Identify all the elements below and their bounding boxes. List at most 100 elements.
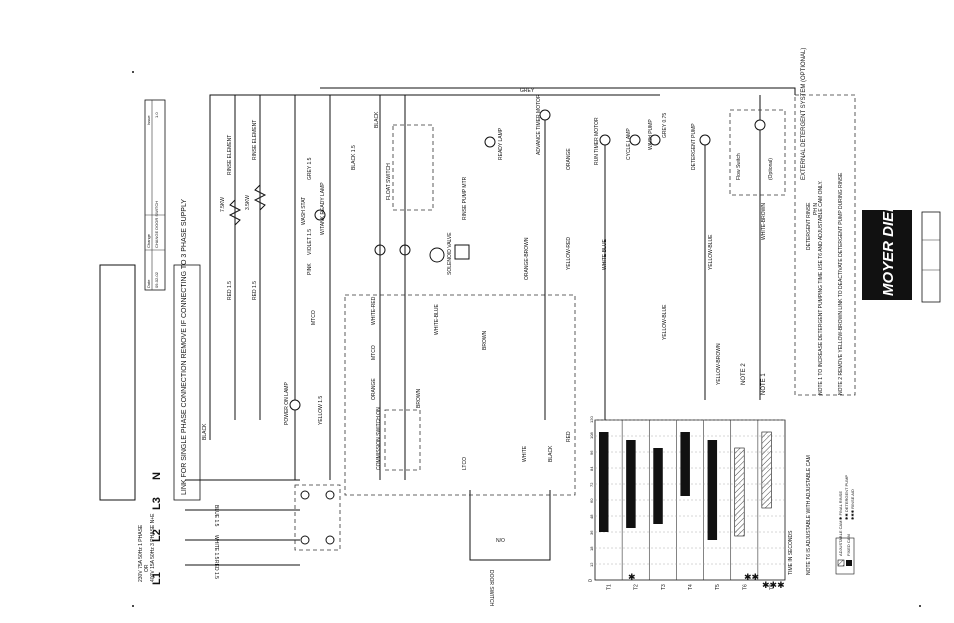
revision-block: Date Change Issue 09-02-02 CHANGE DOOR S…	[144, 99, 166, 291]
timing-marker-3: ✱✱✱	[762, 580, 785, 590]
timing-cam-segment	[734, 447, 745, 537]
revision-header-date: Date	[146, 279, 151, 288]
mtco-label: MTCO	[311, 310, 317, 325]
phase-label-l2: L2	[151, 529, 163, 542]
detergent-pump-icon	[699, 134, 711, 146]
wire-label-blue: BLUE 1.5	[213, 505, 219, 527]
commission-switch-box	[384, 409, 421, 471]
corner-mark	[919, 605, 921, 607]
orange-label: ORANGE	[371, 378, 377, 400]
orange-label-2: ORANGE	[566, 148, 572, 170]
legend-adjustable-label: ADJUSTABLE CAM	[838, 521, 843, 557]
wash-kw-label: 7.5KW	[220, 197, 226, 212]
ready-lamp-label: READY LAMP	[498, 127, 504, 160]
revision-header-change: Change	[146, 233, 151, 248]
commission-switch-label: COMMISSION SWITCH ON	[376, 407, 382, 470]
rating-single: 230V 75A 50Hz 1 PHASE	[138, 524, 144, 582]
note1-text: NOTE 1 TO INCREASE DETERGENT PUMPING TIM…	[818, 180, 824, 395]
power-on-lamp-label: POWER ON LAMP	[284, 382, 290, 425]
power-on-lamp-icon	[289, 399, 301, 411]
timing-second-label: 60	[589, 498, 594, 503]
rinse-pump-icon	[454, 244, 470, 260]
timing-cam-segment	[599, 432, 609, 532]
wash-pump-label: WASH PUMP	[648, 119, 654, 150]
timing-cam-note: NOTE T6 IS ADJUSTABLE WITH ADJUSTABLE CA…	[806, 455, 812, 575]
timing-second-label: 84	[589, 466, 594, 471]
revision-table	[144, 99, 166, 291]
timing-row-label: T7	[769, 584, 775, 590]
link-note-box	[173, 264, 201, 501]
door-switch-wire	[469, 490, 551, 561]
grey-wire-label: GREY 1.5	[307, 157, 313, 180]
legend-fixed-label: FIXED CAM	[846, 534, 851, 556]
bus-black	[209, 94, 320, 440]
door-switch-label: DOOR SWITCH	[488, 570, 494, 606]
timing-cam-segment	[653, 448, 663, 524]
timing-legend-box	[835, 537, 855, 575]
wash-pump-wire-label: GREY 0.75	[662, 113, 668, 138]
run-timer-icon	[599, 134, 611, 146]
revision-header-issue: Issue	[146, 115, 151, 125]
title-side-box	[921, 211, 941, 303]
corner-mark	[132, 71, 134, 73]
rinse-kw-label: 3.5KW	[245, 195, 251, 210]
legend-note-1: ✱ FINAL RINSE	[838, 491, 843, 520]
red-label: RED	[566, 431, 572, 442]
rating-or: OR	[144, 564, 150, 572]
brown-label-a: BROWN	[416, 388, 422, 408]
black-wire-label: BLACK	[374, 111, 380, 128]
ready-lamp-icon	[484, 136, 496, 148]
solenoid-label: SOLENOID VALVE	[447, 232, 453, 275]
contactor-terminal	[300, 535, 310, 545]
legend-note-3: ✱✱✱ RINSE AID	[850, 489, 855, 520]
cycle-lamp-icon	[629, 134, 641, 146]
rinse-element-a-symbol	[228, 199, 242, 226]
timing-second-label: 12	[589, 562, 594, 567]
contactor-terminal	[300, 490, 310, 500]
wire-label-red: RED 1.5	[213, 560, 219, 579]
motor-section: GREY READY LAMP ADVANCE TIMER MOTOR RUN …	[320, 87, 796, 420]
orange-brown-label: ORANGE-BROWN	[524, 237, 530, 280]
revision-issue: 1.0	[154, 112, 159, 118]
door-no-label: N/O	[496, 538, 505, 544]
wtank-lamp-label: W/TANK READY LAMP	[320, 182, 326, 235]
legend-adjustable-swatch	[837, 559, 845, 567]
phase-label-l1: L1	[151, 572, 163, 585]
run-timer-label: RUN TIMER MOTOR	[594, 117, 600, 165]
phase-label-l3: L3	[151, 497, 163, 510]
legend-fixed-swatch	[846, 560, 852, 566]
rinse-aid-icon	[754, 119, 766, 131]
timing-marker-1: ✱	[628, 572, 636, 582]
timing-row-label: T6	[742, 584, 748, 590]
timing-row-label: T2	[634, 584, 640, 590]
contactor-terminal	[325, 535, 335, 545]
yellow-wire-label: YELLOW 1.5	[318, 396, 324, 425]
float-switch-box	[392, 124, 434, 211]
timing-cam-segment	[761, 431, 772, 509]
pink-wire-label: PINK	[307, 263, 313, 275]
rinse-element-b-label: RINSE ELEMENT	[252, 120, 258, 160]
solenoid-valve-icon	[429, 247, 445, 263]
rinse-element-b-symbol	[253, 184, 267, 211]
float-switch-label: FLOAT SWITCH	[386, 163, 392, 200]
timing-row-label: T3	[661, 584, 667, 590]
timing-cam-segment	[626, 440, 636, 528]
rinse-element-a-label: RINSE ELEMENT	[227, 135, 233, 175]
note2-text: NOTE 2 REMOVE YELLOW-BROWN LINK TO DEACT…	[838, 172, 844, 395]
wash-pump-icon	[649, 134, 661, 146]
timing-row-label: T1	[607, 584, 613, 590]
note2-short: NOTE 2	[741, 363, 747, 385]
white-red-label: WHITE-RED	[371, 296, 377, 325]
phase-label-n: N	[151, 472, 163, 480]
wire-label-white: WHITE 1.5	[213, 535, 219, 560]
cycle-lamp-label: CYCLE LAMP	[626, 128, 632, 160]
timing-time-label: TIME IN SECONDS	[788, 530, 794, 575]
revision-date: 09-02-02	[154, 271, 159, 288]
contactor-terminal	[325, 490, 335, 500]
timing-second-label: 72	[589, 482, 594, 487]
timing-cam-segment	[707, 440, 718, 540]
